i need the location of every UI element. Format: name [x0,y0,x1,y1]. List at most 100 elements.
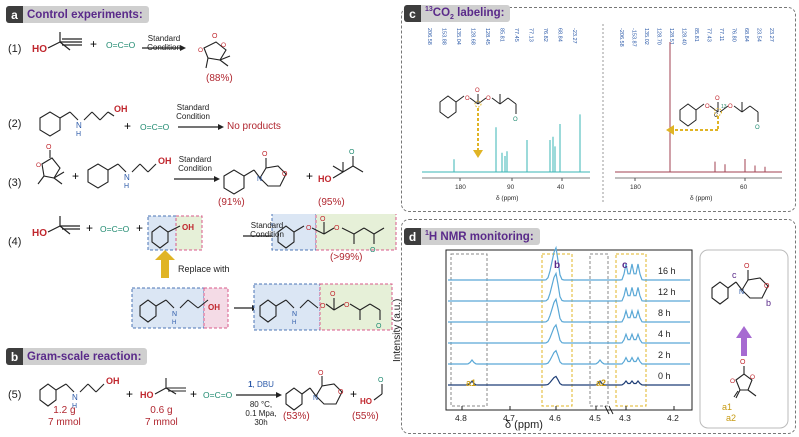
svg-text:O: O [349,149,355,156]
svg-text:O: O [320,303,326,310]
c13-label: 13 [721,104,727,110]
svg-text:+: + [190,387,197,401]
svg-text:O: O [46,144,52,151]
replace-with-label: Replace with [178,264,230,274]
panel-c-letter: c [404,5,421,22]
svg-text:O=C=O: O=C=O [140,122,170,132]
svg-text:O: O [370,247,376,254]
panel-c-title: 13CO2 labeling: [425,5,505,22]
svg-text:O: O [282,171,288,178]
c13-right-peak-label: 128.70 [656,28,662,45]
row4-yield: (>99%) [330,252,363,263]
svg-text:O: O [744,263,750,270]
svg-text:+: + [136,221,143,235]
nmr-highlight-box [615,253,647,407]
svg-text:O: O [730,378,735,385]
nmr-time-label: 16 h [658,266,676,276]
c13-right-tick-label: 60 [740,184,748,191]
row2-number: (2) [8,118,22,130]
nmr-x-tick-label: 4.6 [549,413,561,423]
panel-d-letter: d [404,228,421,245]
svg-text:O: O [198,47,203,54]
c13-left-peak-label: 77.13 [528,28,534,42]
row5-scheme: N H OH + HO + O=C=O N O O + HO O [39,370,384,411]
c13-left-peak-label: 128.45 [484,28,490,45]
svg-text:N: N [313,395,318,402]
svg-text:+: + [72,169,79,183]
c13-left-tick-label: 90 [507,184,515,191]
svg-text:O: O [262,151,268,158]
svg-text:HO: HO [318,174,332,184]
peak-label-a1: a1 [466,378,476,388]
panel-c-axis-right: δ (ppm) [690,195,713,202]
c13-right-peak-label: 23.54 [756,28,762,42]
svg-text:N: N [739,289,744,296]
c13-right-peak-label: 68.84 [743,28,749,42]
c13-right-peak-label: -206.58 [618,28,624,47]
svg-text:O=C=O: O=C=O [100,224,130,234]
svg-text:+: + [90,37,97,51]
panel-d-frame [401,219,796,434]
row4-scheme: HO + O=C=O + OH O O O O N H OH N H O [32,214,397,331]
c13-right-peak-label: 23.27 [768,28,774,42]
svg-text:HO: HO [32,44,47,55]
svg-text:HO: HO [32,228,47,239]
svg-text:+: + [306,169,313,183]
row3-yield-1: (91%) [218,197,245,208]
svg-text:O: O [465,96,470,102]
svg-text:O: O [728,104,733,110]
nmr-xlabel: δ (ppm) [505,419,543,431]
c13-left-peak-label: 135.04 [455,28,461,45]
svg-text:O: O [221,42,226,49]
row4-number: (4) [8,236,22,248]
svg-text:N: N [76,121,82,130]
svg-text:O: O [376,323,382,330]
c13-right-peak-label: 77.43 [706,28,712,42]
svg-text:O: O [715,96,720,102]
row5-conditions: 80 °C,0.1 Mpa,30h [245,400,277,427]
c13-atom: C [714,113,719,119]
c13-left-peak-label: 68.84 [557,28,563,42]
svg-text:O: O [334,225,340,232]
c13-left-tick-label: 40 [557,184,565,191]
svg-text:N: N [257,176,262,183]
panel-c-tag: c 13CO2 labeling: [404,5,511,22]
svg-text:O: O [755,125,760,131]
row3-scheme: O O + N H OH N O O + HO O [36,144,364,195]
c13-left-peak-label: 77.45 [513,28,519,42]
panel-b-tag: b Gram-scale reaction: [6,348,148,365]
svg-text:O: O [378,377,384,384]
panel-c-axis-left: δ (ppm) [496,195,519,202]
c13-right-peak-label: 85.81 [693,28,699,42]
row2-amine: N H OH + O=C=O [39,104,224,138]
panel-a-tag: a Control experiments: [6,6,149,23]
panel-b-letter: b [6,348,23,365]
svg-text:O: O [486,96,491,102]
svg-text:O: O [306,225,312,232]
nmr-x-tick-label: 4.7 [503,413,515,423]
row5-yield-1: (53%) [283,411,310,422]
nmr-x-tick-label: 4.5 [589,413,601,423]
svg-text:+: + [124,119,131,133]
svg-text:O: O [740,359,746,366]
row2-result: No products [227,121,281,132]
row1-yield: (88%) [206,73,233,84]
panel-c-frame [401,7,796,212]
nmr-trace [448,245,690,281]
c13-left-peak-label: 76.82 [542,28,548,42]
peak-label-a2: a2 [596,378,606,388]
svg-text:O: O [318,370,324,377]
peak-label-b: b [554,260,560,271]
svg-text:O: O [764,283,770,290]
svg-text:O: O [320,216,326,223]
row5-catalyst: 1, DBU [248,380,274,389]
svg-text:O: O [36,162,41,169]
c13-right-peak-label: 76.80 [731,28,737,42]
nmr-time-label: 4 h [658,329,671,339]
